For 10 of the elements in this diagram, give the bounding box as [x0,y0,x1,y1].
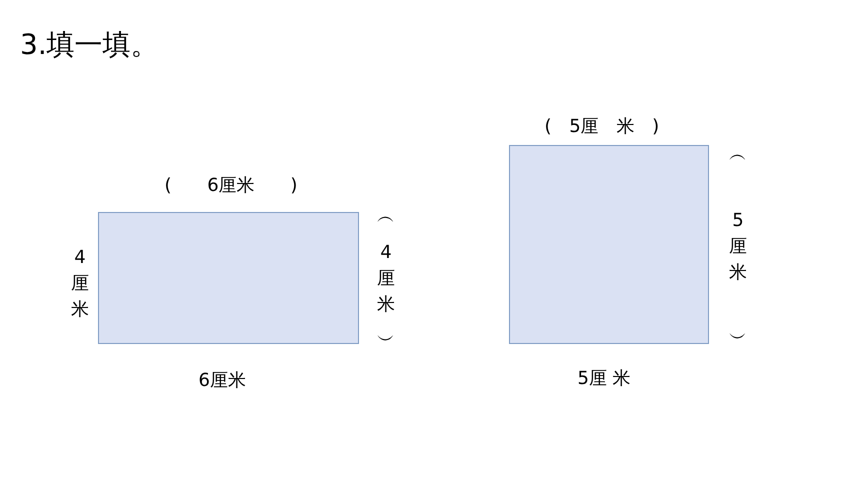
side-length-label: 4厘米 [71,246,89,322]
side-length-label: 6厘米 [198,372,246,390]
exercise-title: 3.填一填。 [20,27,159,63]
side-length-label: 5厘 米 [578,370,631,388]
side-length-label: ( 6厘米 ) [164,177,298,195]
rectangle-shape [98,212,359,344]
rectangle-shape [509,145,709,344]
side-length-label: ︵ 5厘米 ︶ [729,143,747,351]
side-length-label: ︵ 4厘米 ︶ [377,205,395,353]
side-length-label: ( 5厘 米 ) [544,118,660,136]
